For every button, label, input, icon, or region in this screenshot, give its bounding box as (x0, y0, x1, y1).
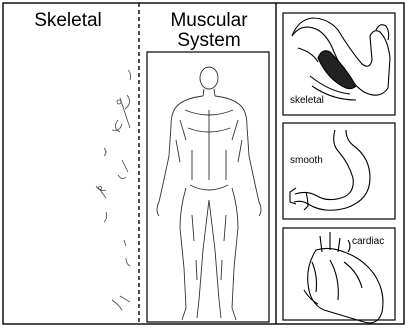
muscular-figure-frame (147, 52, 269, 322)
arm-muscle-icon (292, 18, 390, 100)
panel-smooth-frame (283, 123, 395, 219)
panel-label-skeletal: skeletal (290, 95, 324, 106)
stomach-icon (290, 130, 370, 210)
panel-label-smooth: smooth (290, 155, 323, 166)
skeletal-title: Skeletal (4, 11, 132, 31)
muscular-title: Muscular System (146, 11, 272, 51)
human-figure-icon (157, 67, 261, 320)
panel-label-cardiac: cardiac (352, 236, 384, 247)
skeleton-icon (96, 70, 131, 310)
outer-border (3, 3, 404, 324)
